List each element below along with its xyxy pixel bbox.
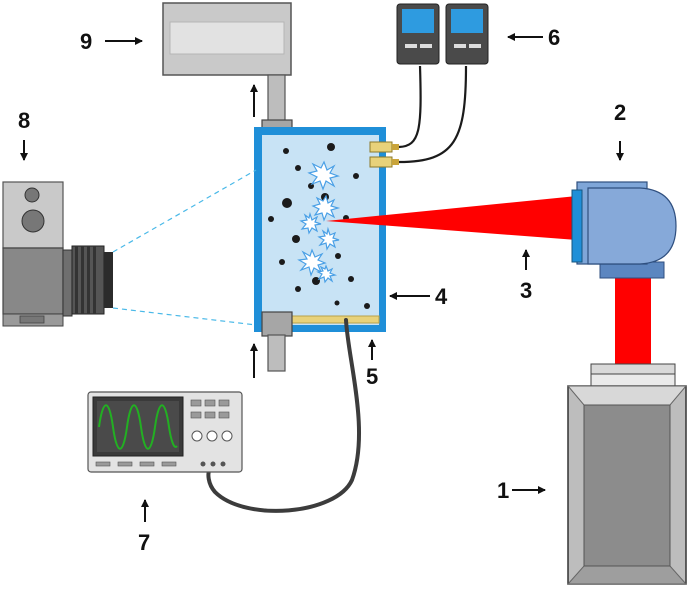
label-7: 7 (138, 530, 150, 555)
field-of-view-top (112, 169, 257, 253)
bottom-pipe (261, 311, 293, 372)
field-of-view-bottom (112, 307, 257, 326)
scope-waveform (98, 404, 178, 450)
high-speed-camera (2, 181, 113, 327)
label-8: 8 (18, 108, 30, 133)
vertical-beam (615, 270, 651, 365)
label-5: 5 (366, 364, 378, 389)
label-4: 4 (435, 284, 448, 309)
label-9: 9 (80, 29, 92, 54)
sensor-cable-2 (398, 65, 468, 164)
cavitation-bubbles (297, 160, 341, 284)
laser-source (566, 363, 688, 585)
sensor-cable-1 (398, 65, 422, 149)
oscilloscope (87, 391, 243, 473)
laser-head (571, 181, 677, 279)
meter-2 (445, 3, 489, 65)
label-1: 1 (497, 478, 509, 503)
liquid-cell (254, 127, 386, 332)
laser-beam (326, 196, 577, 240)
label-2: 2 (614, 100, 626, 125)
sensor-probes (369, 141, 399, 168)
label-6: 6 (548, 25, 560, 50)
meter-1 (396, 3, 440, 65)
scope-cable (206, 318, 362, 513)
label-3: 3 (520, 278, 532, 303)
storage-unit (162, 2, 292, 76)
camera-lens (71, 245, 113, 315)
